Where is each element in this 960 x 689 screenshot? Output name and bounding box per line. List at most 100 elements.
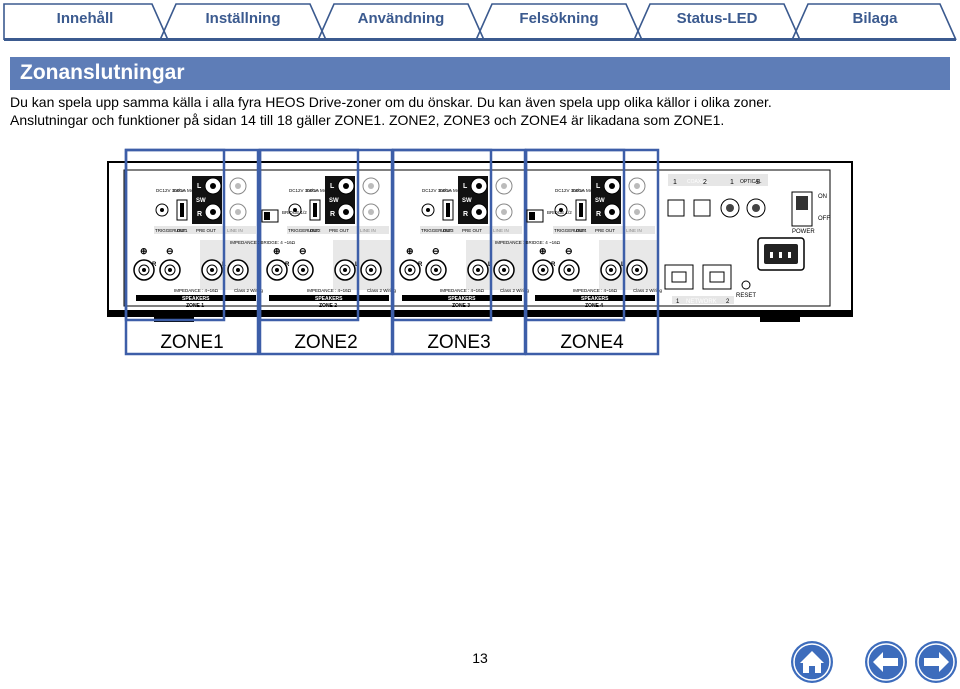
pre-out-left-label: L [463,183,468,190]
usb-label: USB [574,228,583,233]
dc-label: DC12V 100mA MAX. [555,188,597,193]
bridge-switch-1-2-label: BRIDGE 1/2 [282,210,307,215]
top-navigation: Innehåll Inställning Användning Felsökni… [0,0,960,44]
section-header: Zonanslutningar [10,57,950,90]
back-button[interactable] [864,640,908,684]
speaker-terminal-center [408,268,412,272]
line-in-jack-pin [634,209,640,215]
bridge-switch-3-4-label: BRIDGE 1/2 [547,210,572,215]
chassis-inner [123,169,831,307]
pre-out-jack-pin [343,209,349,215]
zone-1-outline [124,148,260,356]
tab-outlines [3,3,957,41]
minus-sign: ⊖ [166,246,174,256]
power-off-label: OFF [818,216,830,222]
power-on-label: ON [818,194,827,200]
network-port-2-number: 2 [726,299,730,305]
zone-1-label: ZONE1 [160,332,223,353]
speaker-zone-label: ZONE 2 [319,303,337,309]
trigger-jack-pin [426,208,430,212]
digital-in-header [668,174,768,186]
speaker-right-label: R [152,262,157,268]
bridge-switch-1-2-knob [264,212,270,220]
tab-innehall[interactable]: Innehåll [56,10,114,27]
speaker-terminal-center [301,268,305,272]
tab-anvandning[interactable]: Användning [357,10,445,27]
digital-in-1-number: 1 [673,179,677,186]
line-in-label: LINE IN [227,228,243,233]
speakers-label: SPEAKERS [581,296,609,302]
plus-sign: ⊕ [140,246,148,256]
pre-out-jack-pin [343,183,349,189]
speaker-terminal-center [541,268,545,272]
speakers-label: SPEAKERS [182,296,210,302]
pre-out-label: PRE OUT [196,228,216,233]
speaker-terminal-center [210,268,214,272]
home-icon [791,641,833,683]
tab-bilaga[interactable]: Bilaga [852,10,898,27]
usb-label: USB [175,228,184,233]
usb-power-label: 5V/1A [306,188,318,193]
class-wiring-label: Class 2 Wiring [633,288,663,293]
tab-installning[interactable]: Inställning [205,10,281,27]
impedance-label: IMPEDANCE : 4~16Ω [440,288,485,293]
chassis-base [108,310,852,316]
pre-out-jack-pin [476,209,482,215]
usb-number: 3 [451,228,454,233]
speaker-zone-label: ZONE 3 [452,303,470,309]
pre-out-jack-pin [609,183,615,189]
forward-button[interactable] [914,640,958,684]
sw-label: SW [329,198,339,204]
pre-out-left-label: L [596,183,601,190]
line-in-jack-pin [634,183,640,189]
label-strip [553,226,655,234]
speaker-terminal-center [168,268,172,272]
pre-out-left-label: L [330,183,335,190]
zone-4-outline [524,148,660,356]
dc-label: DC12V 100mA MAX. [156,188,198,193]
label-strip [287,226,389,234]
line-in-jack-pin [501,183,507,189]
intro-line-2: Anslutningar och funktioner på sidan 14 … [10,112,725,128]
plus-sign: ⊕ [539,246,547,256]
speaker-terminal-center [343,268,347,272]
right-section: 1 COAXIAL 2 1 OPTICAL 2 1 NETWORK 2 RESE… [664,174,830,305]
tab-status-led[interactable]: Status-LED [676,10,758,27]
usb-port-slot [579,203,583,217]
class-wiring-label: Class 2 Wiring [234,288,264,293]
line-in-jack-pin [235,183,241,189]
line-in-label: LINE IN [360,228,376,233]
speaker-terminal-center [502,268,506,272]
trigger-label: TRIGGER OUT [421,228,453,233]
usb-power-label: 5V/1A [439,188,451,193]
pre-out-right-label: R [463,211,468,218]
pre-out-jack-pin [210,209,216,215]
network-port-1 [664,264,694,290]
tab-felsokning[interactable]: Felsökning [519,10,599,27]
dc-label: DC12V 100mA MAX. [289,188,331,193]
coaxial-jack-1 [667,199,685,217]
trigger-label: TRIGGER OUT [155,228,187,233]
bridge-switch-1-2-impedance: IMPEDANCE : BRIDGE: 4 ~16Ω [230,240,296,245]
usb-port-slot [446,203,450,217]
minus-sign: ⊖ [432,246,440,256]
usb-port-slot [180,203,184,217]
bridge-switch-3-4-impedance: IMPEDANCE : BRIDGE: 4 ~16Ω [495,240,561,245]
speaker-terminal-center [434,268,438,272]
optical-label: OPTICAL [740,179,762,185]
coaxial-label: COAXIAL [687,179,709,185]
speaker-terminal-center [275,268,279,272]
network-port-2 [702,264,732,290]
pre-out-jack-pin [476,183,482,189]
home-button[interactable] [790,640,834,684]
sw-label: SW [595,198,605,204]
plus-sign: ⊕ [273,246,281,256]
reset-label: RESET [736,293,756,299]
line-in-jack-pin [501,209,507,215]
sw-label: SW [462,198,472,204]
impedance-label: IMPEDANCE : 4~16Ω [174,288,219,293]
speaker-terminal-center [635,268,639,272]
speakers-bar [269,295,389,301]
